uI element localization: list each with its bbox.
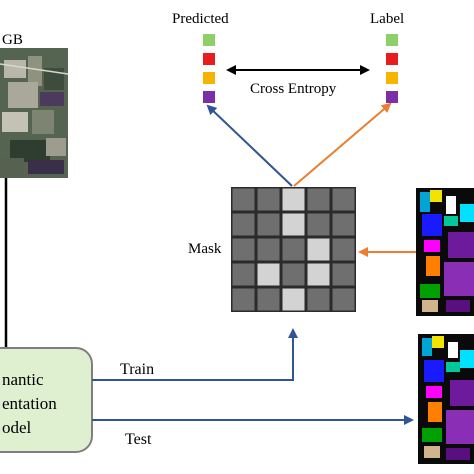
- mask-cell: [307, 263, 330, 286]
- mask-cell: [282, 263, 305, 286]
- mask-cell: [232, 263, 255, 286]
- label-title: Label: [370, 11, 404, 27]
- mask-grid: [231, 187, 356, 312]
- class-swatch: [203, 53, 215, 65]
- class-swatch: [386, 53, 398, 65]
- class-swatch: [386, 91, 398, 103]
- predicted-label: Predicted: [172, 11, 229, 27]
- class-swatch: [203, 34, 215, 46]
- mask-cell: [232, 288, 255, 311]
- test-label: Test: [125, 431, 152, 448]
- mask-cell: [282, 188, 305, 211]
- mask-cell: [257, 263, 280, 286]
- class-swatch: [386, 72, 398, 84]
- segmentation-model-box: nantic entation odel: [0, 347, 93, 453]
- mask-cell: [257, 288, 280, 311]
- cross-entropy-label: Cross Entropy: [250, 81, 337, 97]
- mask-cell: [307, 238, 330, 261]
- label-swatches: [386, 34, 398, 103]
- mask-to-predicted-arrow: [206, 104, 293, 187]
- mask-cell: [257, 238, 280, 261]
- rgb-image: [0, 48, 69, 178]
- mask-cell: [332, 288, 355, 311]
- mask-cell: [232, 238, 255, 261]
- mask-cell: [257, 188, 280, 211]
- mask-cell: [257, 213, 280, 236]
- model-label-line3: odel: [2, 418, 32, 437]
- predicted-swatches: [203, 34, 215, 103]
- class-swatch: [386, 34, 398, 46]
- mask-cell: [332, 213, 355, 236]
- mask-cell: [282, 238, 305, 261]
- mask-cell: [307, 188, 330, 211]
- mask-to-label-arrow: [293, 102, 392, 187]
- model-label-line1: nantic: [2, 370, 44, 389]
- mask-cell: [332, 238, 355, 261]
- mask-label: Mask: [188, 241, 222, 257]
- mask-cell: [307, 213, 330, 236]
- train-arrow: [92, 328, 298, 381]
- ground-truth-map: [416, 188, 474, 316]
- model-label-line2: entation: [2, 394, 57, 413]
- train-label: Train: [120, 361, 154, 378]
- mask-cell: [232, 213, 255, 236]
- mask-cell: [332, 263, 355, 286]
- test-output-map: [418, 334, 474, 464]
- rgb-label: GB: [2, 32, 23, 48]
- mask-cell: [282, 288, 305, 311]
- mask-cell: [282, 213, 305, 236]
- mask-cell: [232, 188, 255, 211]
- class-swatch: [203, 72, 215, 84]
- mask-cell: [332, 188, 355, 211]
- class-swatch: [203, 91, 215, 103]
- mask-cell: [307, 288, 330, 311]
